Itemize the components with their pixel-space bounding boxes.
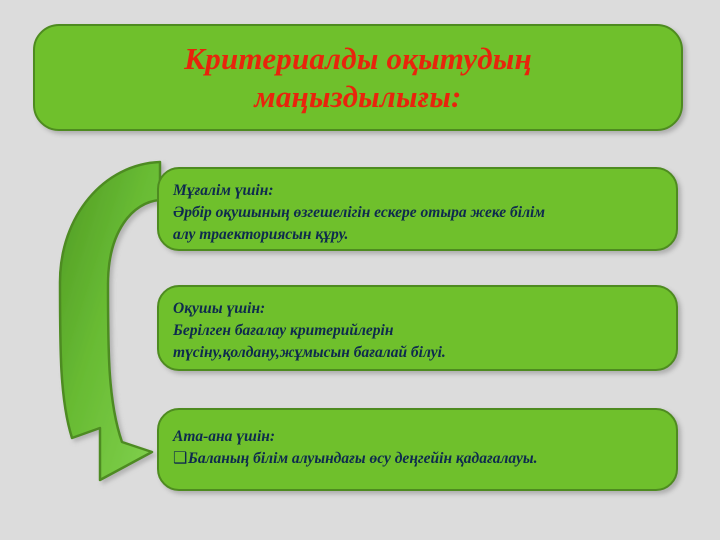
box-line: алу траекториясын құру.	[173, 226, 349, 243]
square-bullet-icon: ❑	[173, 450, 188, 467]
title-banner: Критериалды оқытудың маңыздылығы:	[33, 24, 683, 131]
box-line: Әрбір оқушының өзгешелігін ескере отыра …	[173, 204, 545, 221]
content-box-student: Оқушы үшін: Берілген бағалау критерийлер…	[157, 285, 678, 371]
content-box-parent: Ата-ана үшін: ❑Баланың білім алуындағы ө…	[157, 408, 678, 491]
box-heading: Мұғалім үшін:	[173, 182, 274, 199]
content-box-teacher: Мұғалім үшін: Әрбір оқушының өзгешелігін…	[157, 167, 678, 251]
title-line-2: маңыздылығы:	[254, 78, 462, 114]
box-line: Баланың білім алуындағы өсу деңгейін қад…	[188, 450, 538, 467]
bulleted-line: ❑Баланың білім алуындағы өсу деңгейін қа…	[173, 448, 670, 471]
box-line: түсіну,қолдану,жұмысын бағалай білуі.	[173, 344, 446, 361]
box-line: Берілген бағалау критерийлерін	[173, 322, 394, 339]
title-line-1: Критериалды оқытудың	[184, 40, 532, 76]
box-heading: Ата-ана үшін:	[173, 428, 276, 445]
box-heading: Оқушы үшін:	[173, 300, 266, 317]
page-title: Критериалды оқытудың маңыздылығы:	[154, 40, 562, 116]
